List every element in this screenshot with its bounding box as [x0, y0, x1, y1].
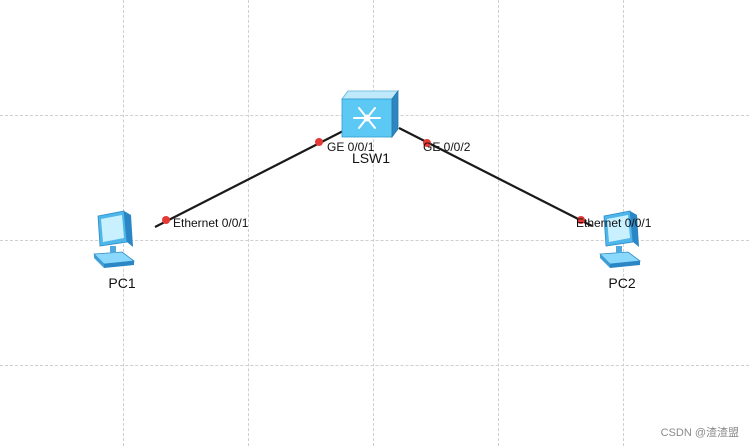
- switch-label: LSW1: [351, 150, 391, 166]
- port-dot-lsw1-ge2[interactable]: [423, 139, 431, 147]
- watermark: CSDN @渣渣盟: [660, 427, 739, 439]
- link-lsw1-pc2[interactable]: [398, 127, 593, 227]
- port-label-lsw1-ge1: GE 0/0/1: [327, 140, 375, 154]
- port-dot-lsw1-ge1[interactable]: [315, 138, 323, 146]
- port-dot-pc2-eth[interactable]: [577, 216, 585, 224]
- grid-line: [373, 0, 374, 446]
- pc1-label: PC1: [108, 275, 136, 291]
- port-label-pc1-eth: Ethernet 0/0/1: [173, 216, 249, 230]
- grid-line: [0, 365, 749, 366]
- port-label-pc2-eth: Ethernet 0/0/1: [576, 216, 652, 230]
- grid-line: [498, 0, 499, 446]
- pc-icon[interactable]: [93, 210, 136, 268]
- port-label-lsw1-ge2: GE 0/0/2: [423, 140, 471, 154]
- pc2-label: PC2: [608, 275, 636, 291]
- port-dot-pc1-eth[interactable]: [162, 216, 170, 224]
- grid-line: [0, 240, 749, 241]
- switch-icon[interactable]: [341, 89, 399, 139]
- pc-icon[interactable]: [599, 210, 642, 268]
- grid-line: [248, 0, 249, 446]
